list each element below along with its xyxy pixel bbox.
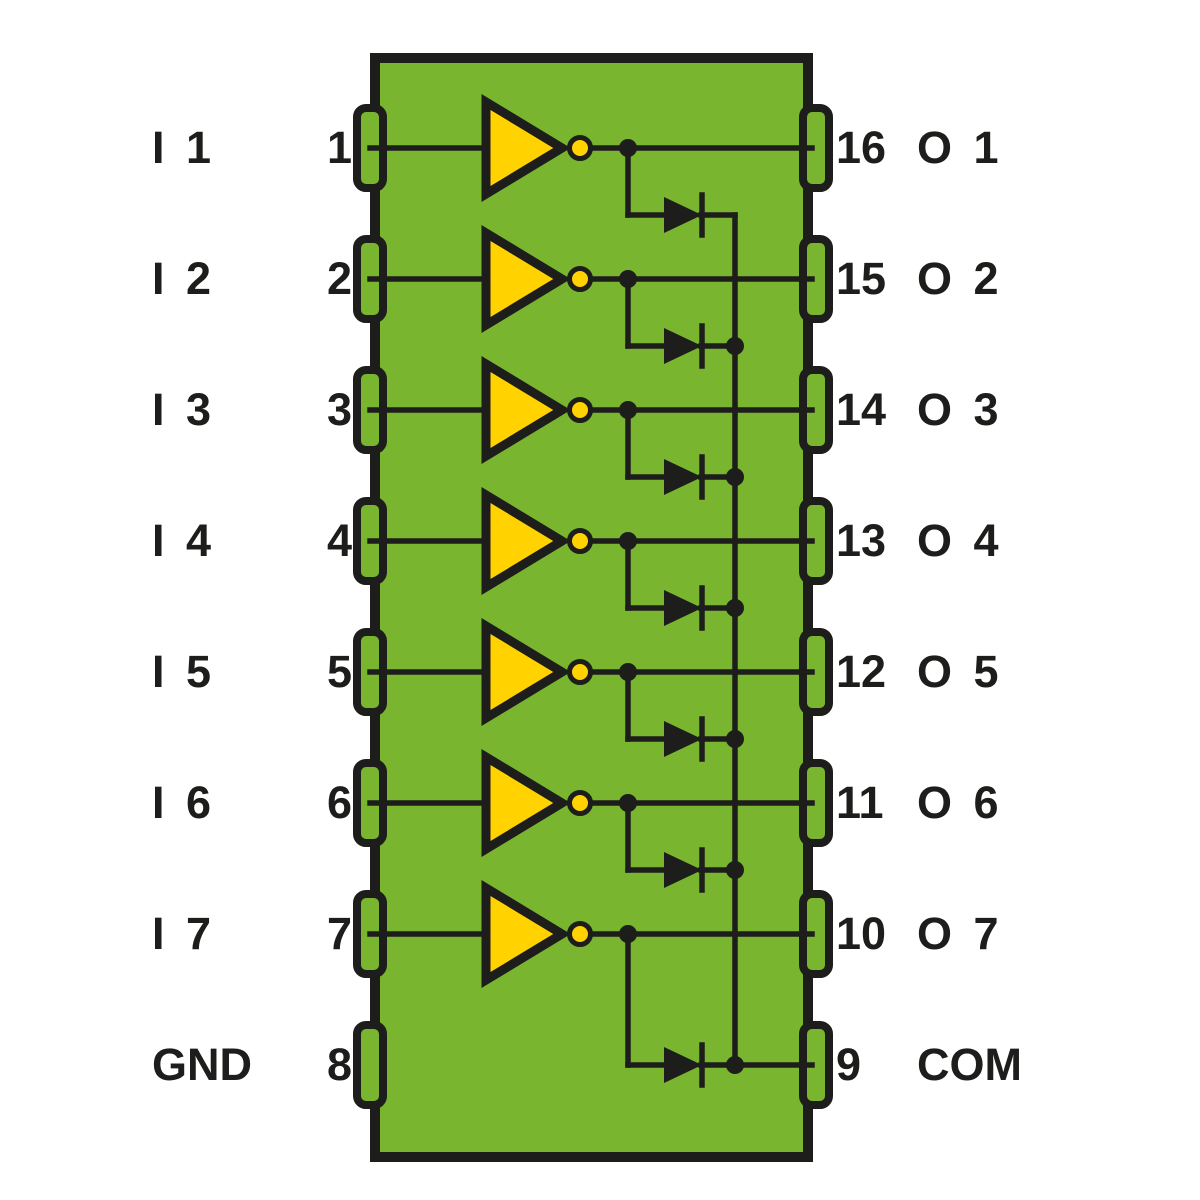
inversion-bubble-icon <box>567 528 593 554</box>
diode-icon <box>664 328 702 364</box>
label-output-6: O 6 <box>917 777 999 828</box>
pin-number-10: 10 <box>836 908 887 959</box>
inverting-buffer-icon <box>481 880 571 988</box>
pin-number-2: 2 <box>326 253 352 304</box>
label-output-2: O 2 <box>917 253 999 304</box>
pin-pad-left <box>353 1021 387 1109</box>
diode-icon <box>664 721 702 757</box>
label-input-5: I 5 <box>152 646 212 697</box>
pin-number-5: 5 <box>326 646 352 697</box>
inversion-bubble-icon <box>567 266 593 292</box>
inversion-bubble-icon <box>567 659 593 685</box>
label-input-3: I 3 <box>152 384 212 435</box>
inverting-buffer-icon <box>481 618 571 726</box>
junction-dot <box>619 401 637 419</box>
pin-number-1: 1 <box>326 122 352 173</box>
junction-dot <box>619 663 637 681</box>
inverting-buffer-icon <box>481 356 571 464</box>
inverting-buffer-icon <box>481 94 571 202</box>
label-output-1: O 1 <box>917 122 999 173</box>
inverting-buffer-icon <box>481 749 571 857</box>
inverting-buffer-icon <box>481 225 571 333</box>
junction-dot <box>726 468 744 486</box>
inverting-buffer-icon <box>481 487 571 595</box>
junction-dot <box>726 337 744 355</box>
label-output-4: O 4 <box>917 515 999 566</box>
pin-number-14: 14 <box>836 384 887 435</box>
diode-icon <box>664 1047 702 1083</box>
pin-number-7: 7 <box>326 908 352 959</box>
pin-number-16: 16 <box>836 122 887 173</box>
label-gnd: GND <box>152 1039 252 1090</box>
junction-dot <box>726 599 744 617</box>
pin-number-4: 4 <box>326 515 352 566</box>
junction-dot <box>619 794 637 812</box>
inversion-bubble-icon <box>567 135 593 161</box>
inversion-bubble-icon <box>567 397 593 423</box>
pin-number-6: 6 <box>326 777 352 828</box>
diode-icon <box>664 459 702 495</box>
diode-icon <box>664 590 702 626</box>
label-input-2: I 2 <box>152 253 212 304</box>
label-output-3: O 3 <box>917 384 999 435</box>
label-com: COM <box>917 1039 1022 1090</box>
label-input-6: I 6 <box>152 777 212 828</box>
junction-dot <box>619 139 637 157</box>
inversion-bubble-icon <box>567 921 593 947</box>
label-input-7: I 7 <box>152 908 212 959</box>
inversion-bubble-icon <box>567 790 593 816</box>
pin-number-15: 15 <box>836 253 887 304</box>
label-input-4: I 4 <box>152 515 212 566</box>
junction-dot <box>726 1056 744 1074</box>
pin-number-9: 9 <box>836 1039 862 1090</box>
junction-dot <box>726 861 744 879</box>
diode-icon <box>664 197 702 233</box>
label-output-7: O 7 <box>917 908 999 959</box>
pin-number-11: 11 <box>836 777 884 828</box>
junction-dot <box>619 532 637 550</box>
diode-icon <box>664 852 702 888</box>
junction-dot <box>619 270 637 288</box>
pin-number-12: 12 <box>836 646 887 697</box>
pin-number-8: 8 <box>326 1039 352 1090</box>
junction-dot <box>619 925 637 943</box>
pin-number-3: 3 <box>326 384 352 435</box>
label-output-5: O 5 <box>917 646 999 697</box>
junction-dot <box>726 730 744 748</box>
label-input-1: I 1 <box>152 122 212 173</box>
pin-number-13: 13 <box>836 515 887 566</box>
